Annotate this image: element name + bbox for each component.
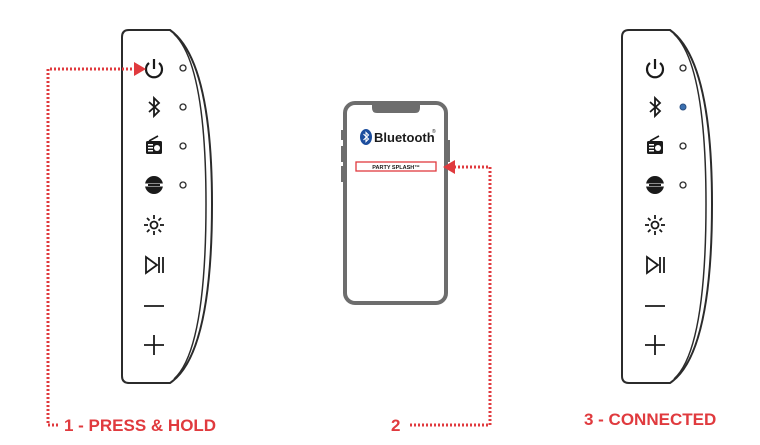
bluetooth-title: Bluetooth: [374, 130, 435, 145]
volume-up-icon[interactable]: [645, 335, 665, 355]
light-icon[interactable]: [645, 215, 665, 235]
play-pause-icon[interactable]: [145, 255, 164, 275]
power-icon[interactable]: [144, 59, 164, 79]
party-mode-icon[interactable]: [645, 176, 665, 194]
bluetooth-icon[interactable]: [148, 95, 161, 119]
party-led: [179, 181, 187, 189]
play-pause-icon[interactable]: [646, 255, 665, 275]
step2-label: 2: [391, 416, 400, 435]
radio-led: [679, 142, 687, 150]
speaker-panel-left: [121, 29, 214, 384]
radio-icon[interactable]: [146, 135, 162, 154]
light-icon[interactable]: [144, 215, 164, 235]
device-name: PARTY SPLASH™: [372, 165, 419, 171]
bluetooth-logo-icon: [360, 129, 372, 145]
step1-label: 1 - PRESS & HOLD: [64, 416, 216, 435]
phone: Bluetooth ® PARTY SPLASH™: [341, 101, 450, 305]
volume-up-icon[interactable]: [144, 335, 164, 355]
radio-led: [179, 142, 187, 150]
step1-arrow: [46, 62, 146, 427]
step2-arrow: [410, 160, 492, 427]
bluetooth-icon[interactable]: [649, 95, 662, 119]
bluetooth-led-connected: [679, 103, 687, 111]
party-mode-icon[interactable]: [144, 176, 164, 194]
bluetooth-led: [179, 103, 187, 111]
power-icon[interactable]: [645, 59, 665, 79]
power-led: [179, 64, 187, 72]
step3-label: 3 - CONNECTED: [584, 410, 716, 429]
power-led: [679, 64, 687, 72]
speaker-panel-right: [621, 29, 714, 384]
party-led: [679, 181, 687, 189]
trademark-mark: ®: [432, 128, 436, 135]
device-list-item[interactable]: [355, 161, 437, 172]
radio-icon[interactable]: [647, 135, 663, 154]
